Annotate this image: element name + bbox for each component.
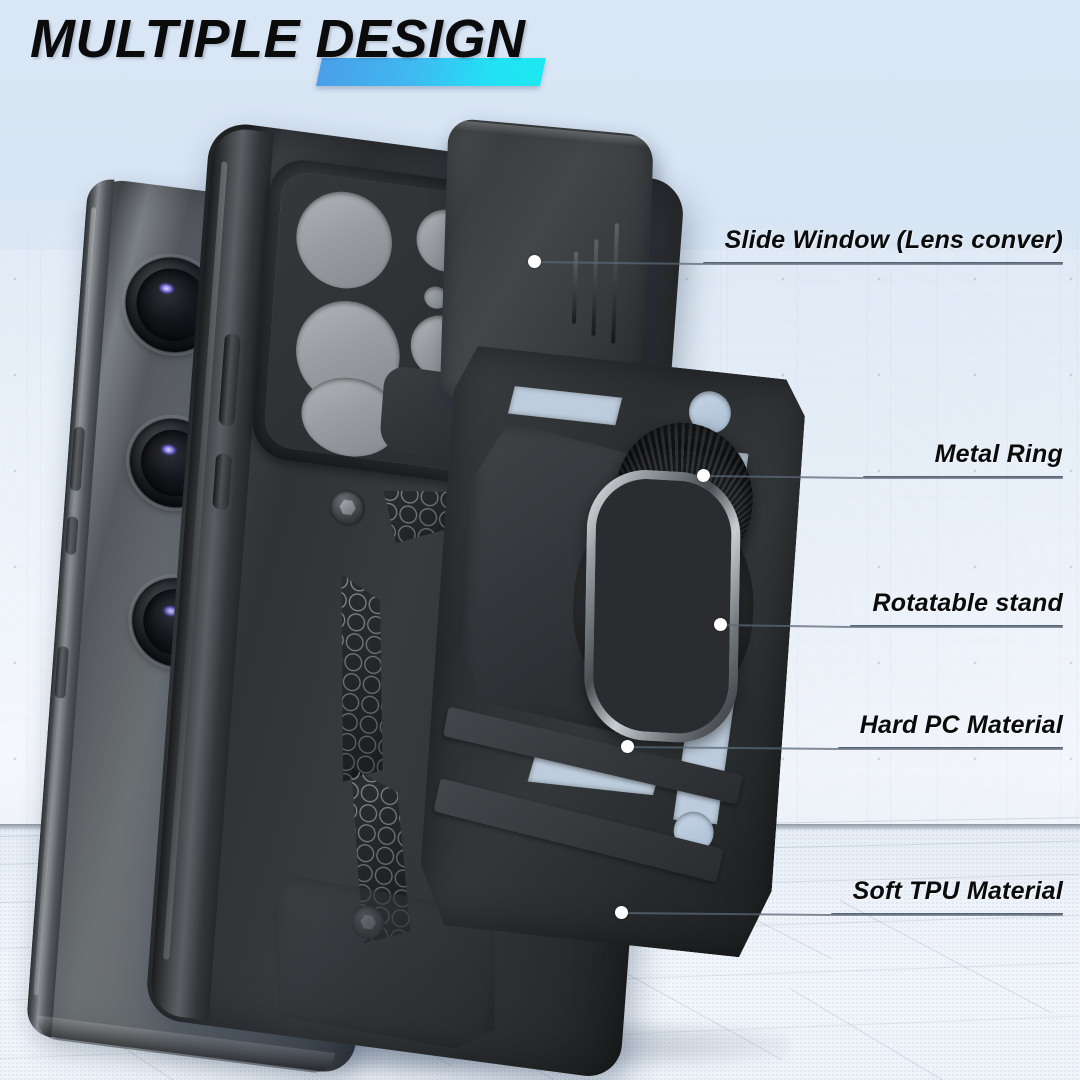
- callout-dot-icon: [714, 618, 727, 631]
- callout-underline: [703, 262, 1063, 265]
- callout-label: Hard PC Material: [859, 711, 1063, 739]
- callout-underline: [838, 747, 1063, 750]
- callout-metal-ring: Metal Ring: [0, 0, 1063, 479]
- callout-label: Slide Window (Lens conver): [724, 226, 1063, 254]
- callout-dot-icon: [621, 740, 634, 753]
- callout-label: Metal Ring: [934, 440, 1063, 468]
- callout-label: Soft TPU Material: [852, 877, 1063, 905]
- title-text: MULTIPLE DESIGN: [30, 9, 526, 69]
- callout-underline: [831, 913, 1063, 916]
- callout-soft-tpu: Soft TPU Material: [831, 877, 1063, 916]
- page-title: MULTIPLE DESIGN: [30, 9, 546, 86]
- callout-dot-icon: [697, 469, 710, 482]
- callout-hard-pc: Hard PC Material: [838, 711, 1063, 750]
- callout-slide-window: Slide Window (Lens conver): [0, 0, 1063, 265]
- callout-underline: [850, 625, 1063, 628]
- callout-dot-icon: [615, 906, 628, 919]
- callout-dot-icon: [528, 255, 541, 268]
- callout-label: Rotatable stand: [872, 589, 1063, 617]
- callout-rotatable-stand: Rotatable stand: [850, 589, 1063, 628]
- callout-underline: [863, 476, 1063, 479]
